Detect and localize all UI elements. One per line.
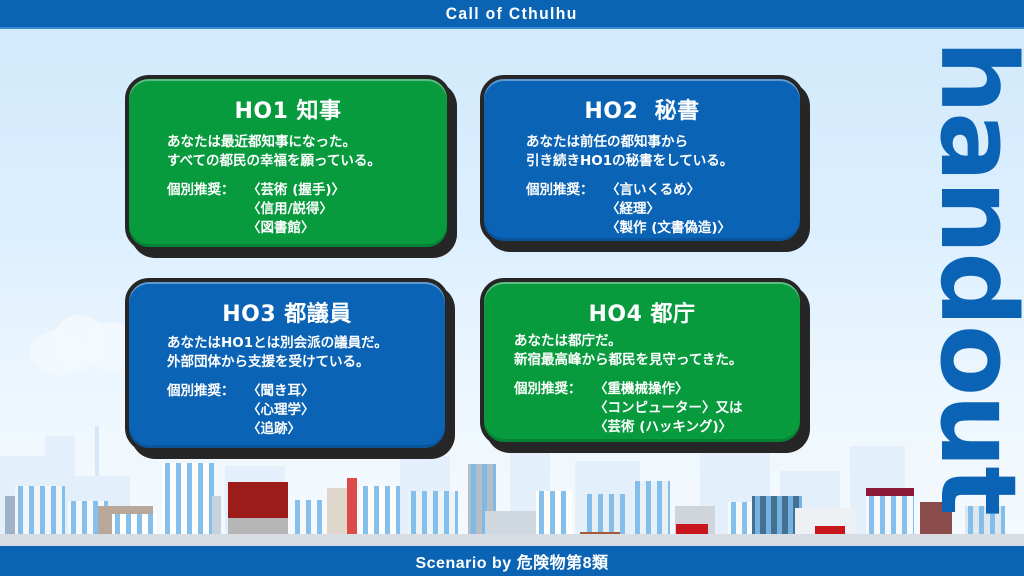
handout-card-ho1: HO1 知事 あなたは最近都知事になった。 すべての都民の幸福を願っている。 個… <box>125 75 451 251</box>
card-description-line: あなたはHO1とは別会派の議員だ。 <box>167 335 388 351</box>
handout-card-ho4: HO4 都庁 あなたは都庁だ。 新宿最高峰から都民を見守ってきた。 個別推奨： … <box>480 278 804 446</box>
recommend-label: 個別推奨： <box>526 182 594 198</box>
skill-item: 〈製作 (文書偽造)〉 <box>606 220 732 236</box>
skill-item: 〈追跡〉 <box>247 421 301 437</box>
card-description-line: すべての都民の幸福を願っている。 <box>167 153 381 169</box>
recommend-label: 個別推奨： <box>167 383 235 399</box>
skill-item: 〈芸術 (握手)〉 <box>247 182 346 198</box>
skill-item: 〈経理〉 <box>606 201 660 217</box>
header-title: Call of Cthulhu <box>446 3 578 23</box>
card-title: HO4 都庁 <box>588 302 696 327</box>
recommend-label: 個別推奨： <box>514 381 582 397</box>
handout-card-ho2: HO2 秘書 あなたは前任の都知事から 引き続きHO1の秘書をしている。 個別推… <box>480 75 804 245</box>
card-title: HO2 秘書 <box>584 99 700 124</box>
skill-item: 〈図書館〉 <box>247 220 315 236</box>
street <box>0 534 1024 546</box>
skill-item: 〈言いくるめ〉 <box>606 182 701 198</box>
header-bar: Call of Cthulhu <box>0 0 1024 29</box>
handout-label: handout <box>917 40 1024 514</box>
city-skyline <box>0 420 1024 546</box>
card-description-line: 引き続きHO1の秘書をしている。 <box>526 153 734 169</box>
card-description-line: 新宿最高峰から都民を見守ってきた。 <box>514 352 743 368</box>
recommend-label: 個別推奨： <box>167 182 235 198</box>
card-description-line: あなたは前任の都知事から <box>526 134 688 150</box>
skill-item: 〈信用/説得〉 <box>247 201 333 217</box>
footer-bar: Scenario by 危険物第8類 <box>0 546 1024 576</box>
scenario-credit: Scenario by 危険物第8類 <box>415 555 609 572</box>
card-description-line: 外部団体から支援を受けている。 <box>167 354 370 370</box>
skill-item: 〈コンピューター〉又は <box>594 400 743 416</box>
skill-item: 〈聞き耳〉 <box>247 383 315 399</box>
skill-item: 〈重機械操作〉 <box>594 381 689 397</box>
card-title: HO1 知事 <box>234 99 342 124</box>
skill-item: 〈芸術 (ハッキング)〉 <box>594 419 733 435</box>
card-description-line: あなたは都庁だ。 <box>514 333 622 349</box>
handout-card-ho3: HO3 都議員 あなたはHO1とは別会派の議員だ。 外部団体から支援を受けている… <box>125 278 449 452</box>
skill-item: 〈心理学〉 <box>247 402 315 418</box>
card-title: HO3 都議員 <box>222 302 352 327</box>
card-description-line: あなたは最近都知事になった。 <box>167 134 356 150</box>
